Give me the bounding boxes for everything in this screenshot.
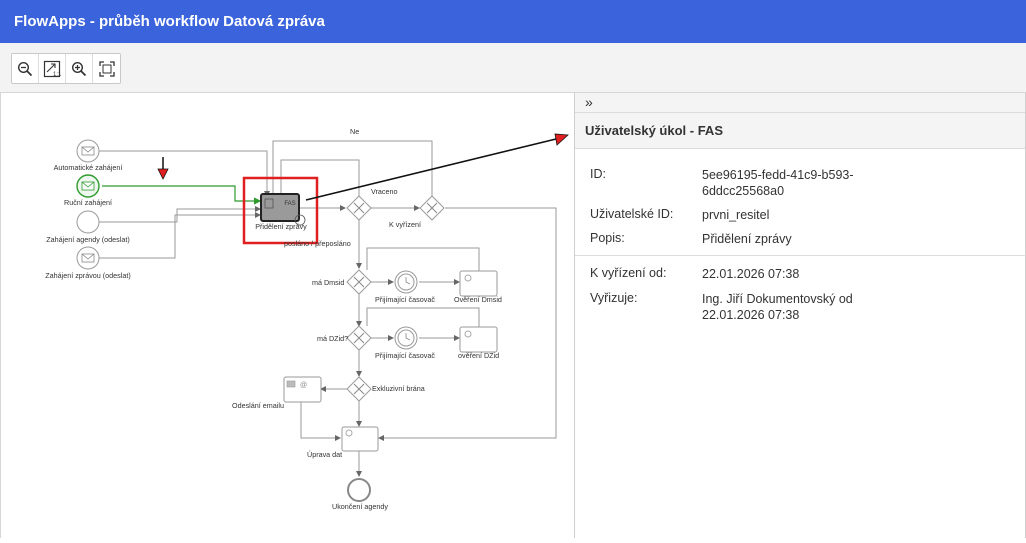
task-badge: FAS <box>284 201 295 207</box>
timer-event-1[interactable] <box>394 270 418 294</box>
fit-screen-icon <box>98 60 115 77</box>
label-message-start: Zahájení zprávou (odeslat) <box>45 271 131 280</box>
gateway-has-dmsid[interactable] <box>346 269 372 295</box>
status-value-pending-since: 22.01.2026 07:38 <box>702 267 800 281</box>
label-flow-forwarded: posláno / přeposláno <box>284 239 351 248</box>
start-event-message[interactable] <box>76 246 100 270</box>
label-gateway-exclusive: Exkluzivní brána <box>372 384 425 393</box>
active-flow <box>102 185 262 205</box>
task-verify-dmsid[interactable] <box>459 270 498 297</box>
start-event-auto[interactable] <box>76 139 100 163</box>
label-gateway-has-dmsid: má Dmsid <box>312 278 344 287</box>
field-label-description: Popis: <box>590 231 625 245</box>
annotation-arrow-panel <box>305 138 557 201</box>
label-edit-data: Úprava dat <box>307 450 342 459</box>
annotation-arrowhead-panel <box>554 133 569 146</box>
label-manual-start: Ruční zahájení <box>64 198 112 207</box>
label-timer-2: Přijímající časovač <box>375 351 435 360</box>
double-chevron-right-icon: » <box>585 94 593 110</box>
label-verify-dmsid: Ověření Dmsid <box>454 295 502 304</box>
label-send-email: Odeslání emailu <box>232 401 284 410</box>
status-value-assignee: Ing. Jiří Dokumentovský od 22.01.2026 07… <box>702 292 853 322</box>
status-label-assignee: Vyřizuje: <box>590 291 638 305</box>
zoom-out-icon <box>17 61 33 76</box>
task-edit-data[interactable] <box>341 426 379 452</box>
label-agenda-start: Zahájení agendy (odeslat) <box>46 235 130 244</box>
end-event[interactable] <box>347 478 371 502</box>
start-event-manual[interactable] <box>76 174 100 198</box>
label-gateway-to-process: K vyřízení <box>389 220 421 229</box>
start-event-agenda[interactable] <box>76 210 100 234</box>
panel-divider <box>575 255 1026 256</box>
window-title: FlowApps - průběh workflow Datová zpráva <box>0 0 1026 43</box>
actual-size-icon: 1:1 <box>43 60 61 78</box>
gateway-has-dzid[interactable] <box>346 325 372 351</box>
label-end-event: Ukončení agendy <box>332 502 388 511</box>
svg-text:@: @ <box>300 382 307 389</box>
sequence-flows <box>99 140 557 477</box>
label-gateway-has-dzid: má DZid? <box>317 334 348 343</box>
zoom-in-icon <box>71 61 87 76</box>
zoom-out-button[interactable] <box>12 54 39 83</box>
field-value-id: 5ee96195-fedd-41c9-b593-6ddcc25568a0 <box>702 168 854 198</box>
label-assign-task: Přidělení zprávy <box>255 222 307 231</box>
task-send-email[interactable]: @ <box>283 376 322 403</box>
field-value-description: Přidělení zprávy <box>702 232 792 246</box>
annotation-arrowhead-down <box>157 168 169 180</box>
gateway-returned[interactable] <box>346 195 372 221</box>
collapse-panel-button[interactable]: » <box>575 93 1025 113</box>
label-gateway-returned: Vraceno <box>371 187 398 196</box>
task-verify-dzid[interactable] <box>459 326 498 353</box>
gateway-to-process[interactable] <box>419 195 445 221</box>
workflow-canvas[interactable]: Automatické zahájení Ruční zahájení Zahá… <box>0 93 574 538</box>
zoom-in-button[interactable] <box>66 54 93 83</box>
zoom-controls: 1:1 <box>11 53 121 84</box>
label-timer-1: Přijímající časovač <box>375 295 435 304</box>
task-assign-message[interactable]: FAS <box>260 193 306 226</box>
status-label-pending-since: K vyřízení od: <box>590 266 667 280</box>
gateway-exclusive[interactable] <box>346 376 372 402</box>
label-verify-dzid: ověření DZid <box>458 351 499 360</box>
field-label-user-id: Uživatelské ID: <box>590 207 674 221</box>
label-flow-no: Ne <box>350 127 359 136</box>
timer-event-2[interactable] <box>394 326 418 350</box>
details-panel: » Uživatelský úkol - FAS ID: 5ee96195-fe… <box>574 93 1026 538</box>
fit-to-screen-button[interactable] <box>93 54 120 83</box>
zoom-reset-button[interactable]: 1:1 <box>39 54 66 83</box>
highlight-box <box>242 176 319 245</box>
label-auto-start: Automatické zahájení <box>54 163 123 172</box>
field-value-user-id: prvni_resitel <box>702 208 770 222</box>
bpmn-diagram[interactable]: Automatické zahájení Ruční zahájení Zahá… <box>1 93 575 538</box>
panel-title: Uživatelský úkol - FAS <box>575 113 1025 149</box>
field-label-id: ID: <box>590 167 606 181</box>
svg-text:1:1: 1:1 <box>53 72 61 78</box>
toolbar: 1:1 <box>0 43 1026 93</box>
